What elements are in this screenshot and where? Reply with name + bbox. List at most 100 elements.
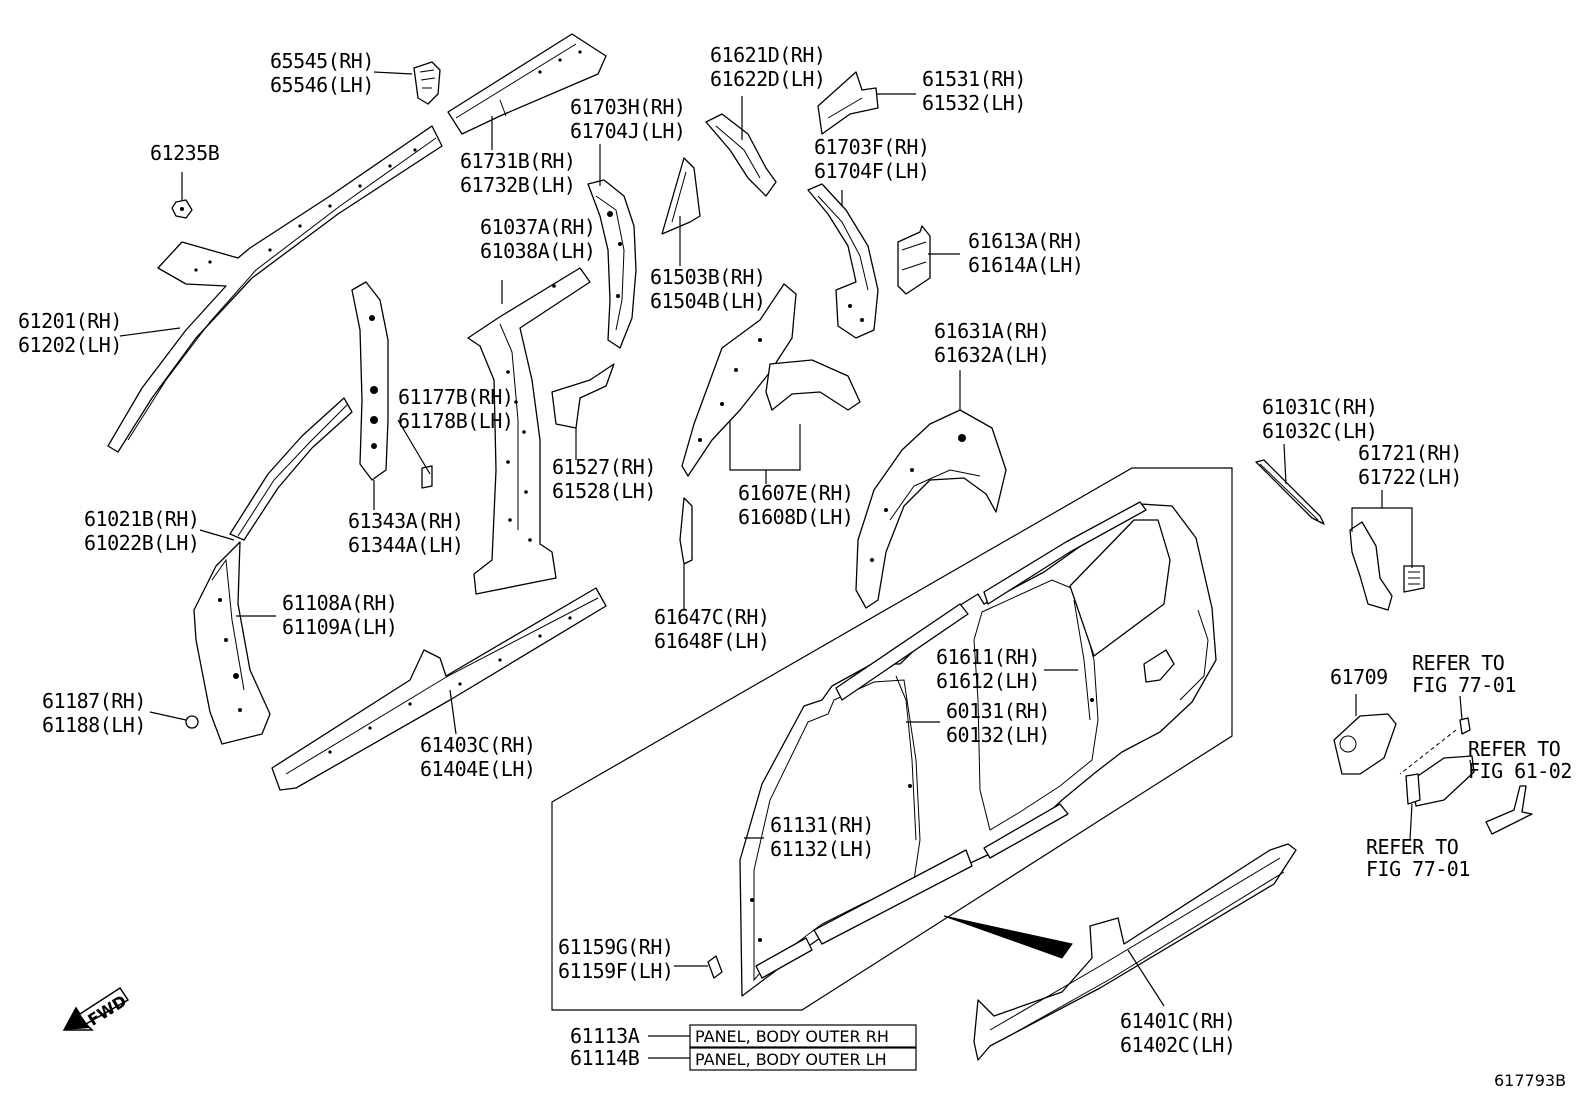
label-61531-rh: 61531(RH) <box>922 67 1026 91</box>
label-61621d-lh: 61622D(LH) <box>710 67 825 91</box>
part-61621d-drawing <box>705 113 777 197</box>
part-61108a-drawing <box>193 541 271 745</box>
label-61611-rh: 61611(RH) <box>936 645 1040 669</box>
label-61611-lh: 61612(LH) <box>936 669 1040 693</box>
svg-text:61614A(LH): 61614A(LH) <box>968 253 1083 277</box>
label-61108a-rh: 61108A(RH) <box>282 591 397 615</box>
label-61607e-lh: 61608D(LH) <box>738 505 853 529</box>
label-61037a-lh: 61038A(LH) <box>480 239 595 263</box>
svg-text:61611(RH): 61611(RH) <box>936 645 1040 669</box>
part-61187-drawing <box>185 715 199 729</box>
svg-text:61202(LH): 61202(LH) <box>18 333 122 357</box>
ref2-line1: REFER TO <box>1468 737 1560 761</box>
part-61527-drawing <box>551 363 615 429</box>
svg-text:61613A(RH): 61613A(RH) <box>968 229 1083 253</box>
svg-text:61527(RH): 61527(RH) <box>552 455 656 479</box>
label-61403c-rh: 61403C(RH) <box>420 733 535 757</box>
label-61187-lh: 61188(LH) <box>42 713 146 737</box>
svg-text:61131(RH): 61131(RH) <box>770 813 874 837</box>
label-61613a-lh: 61614A(LH) <box>968 253 1083 277</box>
label-61031c-lh: 61032C(LH) <box>1262 419 1377 443</box>
legend-desc-rh: PANEL, BODY OUTER RH <box>695 1027 889 1046</box>
part-61613a-drawing <box>897 225 931 295</box>
label-61343a-rh: 61343A(RH) <box>348 509 463 533</box>
part-61131-drawing <box>755 803 1069 979</box>
label-61531-lh: 61532(LH) <box>922 91 1026 115</box>
svg-text:61528(LH): 61528(LH) <box>552 479 656 503</box>
label-61131-lh: 61132(LH) <box>770 837 874 861</box>
ref3-line1: REFER TO <box>1366 835 1458 859</box>
label-61527-rh: 61527(RH) <box>552 455 656 479</box>
ref1-line1: REFER TO <box>1412 651 1504 675</box>
label-61187-rh: 61187(RH) <box>42 689 146 713</box>
svg-text:61647C(RH): 61647C(RH) <box>654 605 769 629</box>
label-61527-lh: 61528(LH) <box>552 479 656 503</box>
svg-text:61721(RH): 61721(RH) <box>1358 441 1462 465</box>
label-61401c-lh: 61402C(LH) <box>1120 1033 1235 1057</box>
part-60131-drawing <box>895 599 1091 841</box>
svg-text:61032C(LH): 61032C(LH) <box>1262 419 1377 443</box>
svg-text:61022B(LH): 61022B(LH) <box>84 531 199 555</box>
body-outer-panel-drawing <box>739 503 1217 997</box>
label-61731b-lh: 61732B(LH) <box>460 173 575 197</box>
svg-text:61607E(RH): 61607E(RH) <box>738 481 853 505</box>
svg-text:61732B(LH): 61732B(LH) <box>460 173 575 197</box>
part-61021b-drawing <box>229 397 353 541</box>
part-61709-drawing <box>1333 713 1397 775</box>
label-61647c-lh: 61648F(LH) <box>654 629 769 653</box>
svg-text:61404E(LH): 61404E(LH) <box>420 757 535 781</box>
body-outer-panel-box <box>551 467 1233 1011</box>
label-61621d-rh: 61621D(RH) <box>710 43 825 67</box>
part-61403c-drawing <box>271 587 607 791</box>
part-61631a-drawing <box>855 409 1007 609</box>
svg-text:61037A(RH): 61037A(RH) <box>480 215 595 239</box>
svg-text:61704J(LH): 61704J(LH) <box>570 119 685 143</box>
reference-notes: REFER TO FIG 77-01 REFER TO FIG 61-02 RE… <box>1366 651 1572 881</box>
label-61703h-rh: 61703H(RH) <box>570 95 685 119</box>
svg-text:61178B(LH): 61178B(LH) <box>398 409 513 433</box>
label-61607e-rh: 61607E(RH) <box>738 481 853 505</box>
label-61031c-rh: 61031C(RH) <box>1262 395 1377 419</box>
svg-text:61401C(RH): 61401C(RH) <box>1120 1009 1235 1033</box>
part-61703h-drawing <box>587 179 637 349</box>
svg-text:61709: 61709 <box>1330 665 1388 689</box>
part-61611-drawing <box>835 501 1147 701</box>
part-61401c-drawing <box>973 843 1297 1061</box>
label-61503b-lh: 61504B(LH) <box>650 289 765 313</box>
svg-text:61704F(LH): 61704F(LH) <box>814 159 929 183</box>
ref1-line2: FIG 77-01 <box>1412 673 1516 697</box>
part-65545-drawing <box>413 61 441 105</box>
label-61647c-rh: 61647C(RH) <box>654 605 769 629</box>
part-61703f-drawing <box>807 183 879 339</box>
svg-text:61703H(RH): 61703H(RH) <box>570 95 685 119</box>
label-61177b-rh: 61177B(RH) <box>398 385 513 409</box>
svg-text:61703F(RH): 61703F(RH) <box>814 135 929 159</box>
label-61201-rh: 61201(RH) <box>18 309 122 333</box>
part-61531-drawing <box>817 71 879 135</box>
part-61721-drawing <box>1349 521 1425 611</box>
label-65545-lh: 65546(LH) <box>270 73 374 97</box>
svg-text:61531(RH): 61531(RH) <box>922 67 1026 91</box>
ref2-line2: FIG 61-02 <box>1468 759 1572 783</box>
part-61343a-drawing <box>351 281 389 481</box>
label-61703f-lh: 61704F(LH) <box>814 159 929 183</box>
svg-text:61722(LH): 61722(LH) <box>1358 465 1462 489</box>
svg-text:61235B: 61235B <box>150 141 220 165</box>
svg-text:61503B(RH): 61503B(RH) <box>650 265 765 289</box>
label-61037a-rh: 61037A(RH) <box>480 215 595 239</box>
figure-number: 617793B <box>1494 1071 1566 1090</box>
label-61108a-lh: 61109A(LH) <box>282 615 397 639</box>
leader-lines <box>119 71 1473 1059</box>
label-61503b-rh: 61503B(RH) <box>650 265 765 289</box>
svg-text:61612(LH): 61612(LH) <box>936 669 1040 693</box>
label-61159g-rh: 61159G(RH) <box>558 935 673 959</box>
part-61037a-drawing <box>467 267 591 595</box>
label-61613a-rh: 61613A(RH) <box>968 229 1083 253</box>
fuel-lid-drawing <box>1399 717 1533 835</box>
legend-part-lh: 61114B <box>570 1046 640 1070</box>
part-61177b-drawing <box>421 465 433 489</box>
svg-text:60132(LH): 60132(LH) <box>946 723 1050 747</box>
legend-desc-lh: PANEL, BODY OUTER LH <box>695 1050 887 1069</box>
svg-text:61621D(RH): 61621D(RH) <box>710 43 825 67</box>
fwd-arrow: FWD <box>62 986 130 1031</box>
